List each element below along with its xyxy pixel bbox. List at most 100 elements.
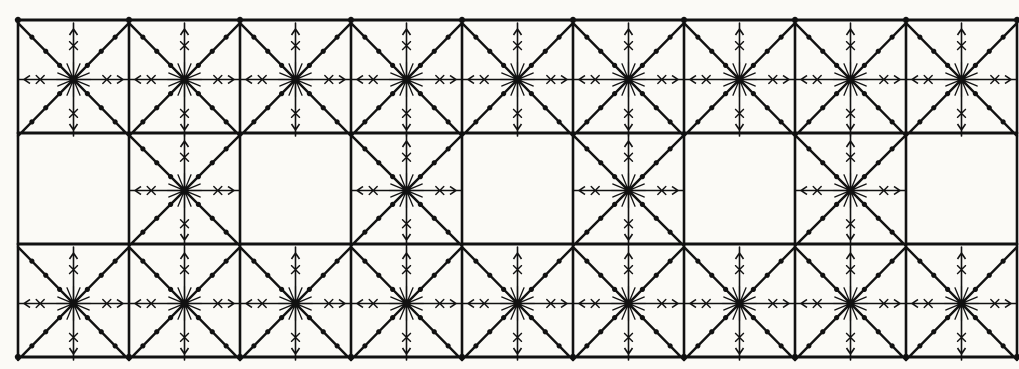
star-cell-b1-c5-bead (668, 146, 673, 151)
star-cell-b0-c6-bead (779, 35, 784, 40)
star-cell-b2-c4-bead (557, 343, 562, 348)
junction-dot (126, 354, 132, 360)
star-cell-b2-c8-star-center (958, 300, 966, 308)
star-cell-b2-c5-bead (584, 343, 589, 348)
star-cell-b0-c5-bead (598, 105, 603, 110)
star-cell-b2-c3-bead (376, 329, 381, 334)
star-cell-b2-c4-bead (487, 273, 492, 278)
star-cell-b0-c6-star-center (736, 76, 744, 84)
star-cell-b1-c1-star-center (181, 187, 189, 195)
star-cell-b1-c3-bead (432, 160, 437, 165)
junction-dot (681, 354, 687, 360)
star-cell-b0-c2-bead (335, 35, 340, 40)
star-cell-b1-c5-bead (584, 230, 589, 235)
star-cell-b0-c0-bead (99, 49, 104, 54)
star-cell-b0-c5-bead (668, 35, 673, 40)
star-cell-b2-c2-bead (321, 273, 326, 278)
junction-dot (459, 354, 465, 360)
star-cell-b0-c8-bead (987, 105, 992, 110)
star-cell-b2-c0-star-center (70, 300, 78, 308)
star-cell-b2-c2-bead (251, 343, 256, 348)
star-cell-b0-c4-bead (557, 119, 562, 124)
star-cell-b2-c0-bead (29, 259, 34, 264)
star-cell-b2-c1-bead (224, 259, 229, 264)
star-cell-b0-c1-star-center (181, 76, 189, 84)
star-cell-b2-c4-bead (557, 259, 562, 264)
star-cell-b0-c3-bead (376, 105, 381, 110)
junction-dot (15, 17, 21, 23)
star-cell-b1-c7-bead (820, 216, 825, 221)
star-cell-b2-c3-bead (376, 273, 381, 278)
star-cell-b2-c6-bead (709, 329, 714, 334)
star-cell-b2-c5-bead (668, 259, 673, 264)
star-cell-b0-c7-bead (806, 119, 811, 124)
star-cell-b2-c7-bead (876, 273, 881, 278)
star-cell-b0-c6-bead (695, 119, 700, 124)
star-cell-b2-c3-bead (362, 259, 367, 264)
junction-dot (15, 354, 21, 360)
star-cell-b2-c7-bead (806, 343, 811, 348)
star-cell-b2-c8-bead (917, 259, 922, 264)
star-cell-b0-c4-bead (543, 49, 548, 54)
star-cell-b2-c1-bead (154, 273, 159, 278)
star-cell-b2-c5-bead (598, 329, 603, 334)
star-cell-b0-c3-star-center (403, 76, 411, 84)
star-cell-b1-c1-bead (224, 146, 229, 151)
star-cell-b2-c1-bead (140, 343, 145, 348)
star-cell-b1-c1-bead (154, 216, 159, 221)
star-cell-b2-c1-bead (210, 273, 215, 278)
star-cell-b2-c1-bead (224, 343, 229, 348)
star-cell-b2-c8-bead (1001, 259, 1006, 264)
star-cell-b2-c1-bead (210, 329, 215, 334)
star-cell-b2-c8-bead (931, 329, 936, 334)
junction-dot (570, 17, 576, 23)
star-cell-b2-c3-bead (446, 259, 451, 264)
junction-dot (126, 17, 132, 23)
star-cell-b2-c8-bead (931, 273, 936, 278)
star-cell-b1-c5-star-center (625, 187, 633, 195)
junction-dot (681, 17, 687, 23)
star-cell-b2-c7-star-center (847, 300, 855, 308)
star-cell-b2-c0-bead (99, 329, 104, 334)
star-cell-b0-c0-bead (99, 105, 104, 110)
junction-dot (570, 354, 576, 360)
star-cell-b1-c3-bead (446, 146, 451, 151)
star-cell-b2-c8-bead (917, 343, 922, 348)
star-cell-b0-c4-bead (487, 105, 492, 110)
star-cell-b0-c6-bead (765, 49, 770, 54)
star-cell-b2-c5-bead (668, 343, 673, 348)
star-cell-b0-c7-bead (876, 49, 881, 54)
star-cell-b2-c4-bead (487, 329, 492, 334)
star-cell-b0-c4-bead (557, 35, 562, 40)
star-cell-b0-c3-bead (446, 35, 451, 40)
star-cell-b2-c3-bead (432, 273, 437, 278)
star-cell-b1-c5-bead (668, 230, 673, 235)
star-cell-b2-c7-bead (820, 329, 825, 334)
star-cell-b0-c0-bead (29, 119, 34, 124)
star-cell-b0-c3-bead (446, 119, 451, 124)
star-cell-b2-c2-bead (265, 273, 270, 278)
star-cell-b0-c7-bead (890, 119, 895, 124)
star-cell-b1-c3-bead (376, 216, 381, 221)
star-cell-b0-c4-bead (473, 119, 478, 124)
star-cell-b0-c5-bead (598, 49, 603, 54)
star-cell-b2-c7-bead (806, 259, 811, 264)
star-cell-b0-c2-star-center (292, 76, 300, 84)
star-cell-b2-c4-star-center (514, 300, 522, 308)
star-cell-b2-c2-bead (251, 259, 256, 264)
star-cell-b2-c6-bead (765, 273, 770, 278)
star-cell-b2-c7-bead (890, 343, 895, 348)
star-cell-b1-c7-bead (806, 146, 811, 151)
star-cell-b0-c5-bead (654, 105, 659, 110)
star-cell-b2-c8-bead (987, 329, 992, 334)
star-cell-b1-c5-bead (654, 160, 659, 165)
star-cell-b0-c8-bead (1001, 119, 1006, 124)
star-cell-b0-c1-bead (224, 119, 229, 124)
star-cell-b1-c1-bead (210, 216, 215, 221)
star-cell-b2-c0-bead (43, 273, 48, 278)
star-cell-b2-c8-bead (987, 273, 992, 278)
star-cell-b2-c5-bead (654, 273, 659, 278)
star-cell-b2-c7-bead (890, 259, 895, 264)
star-cell-b0-c1-bead (140, 119, 145, 124)
